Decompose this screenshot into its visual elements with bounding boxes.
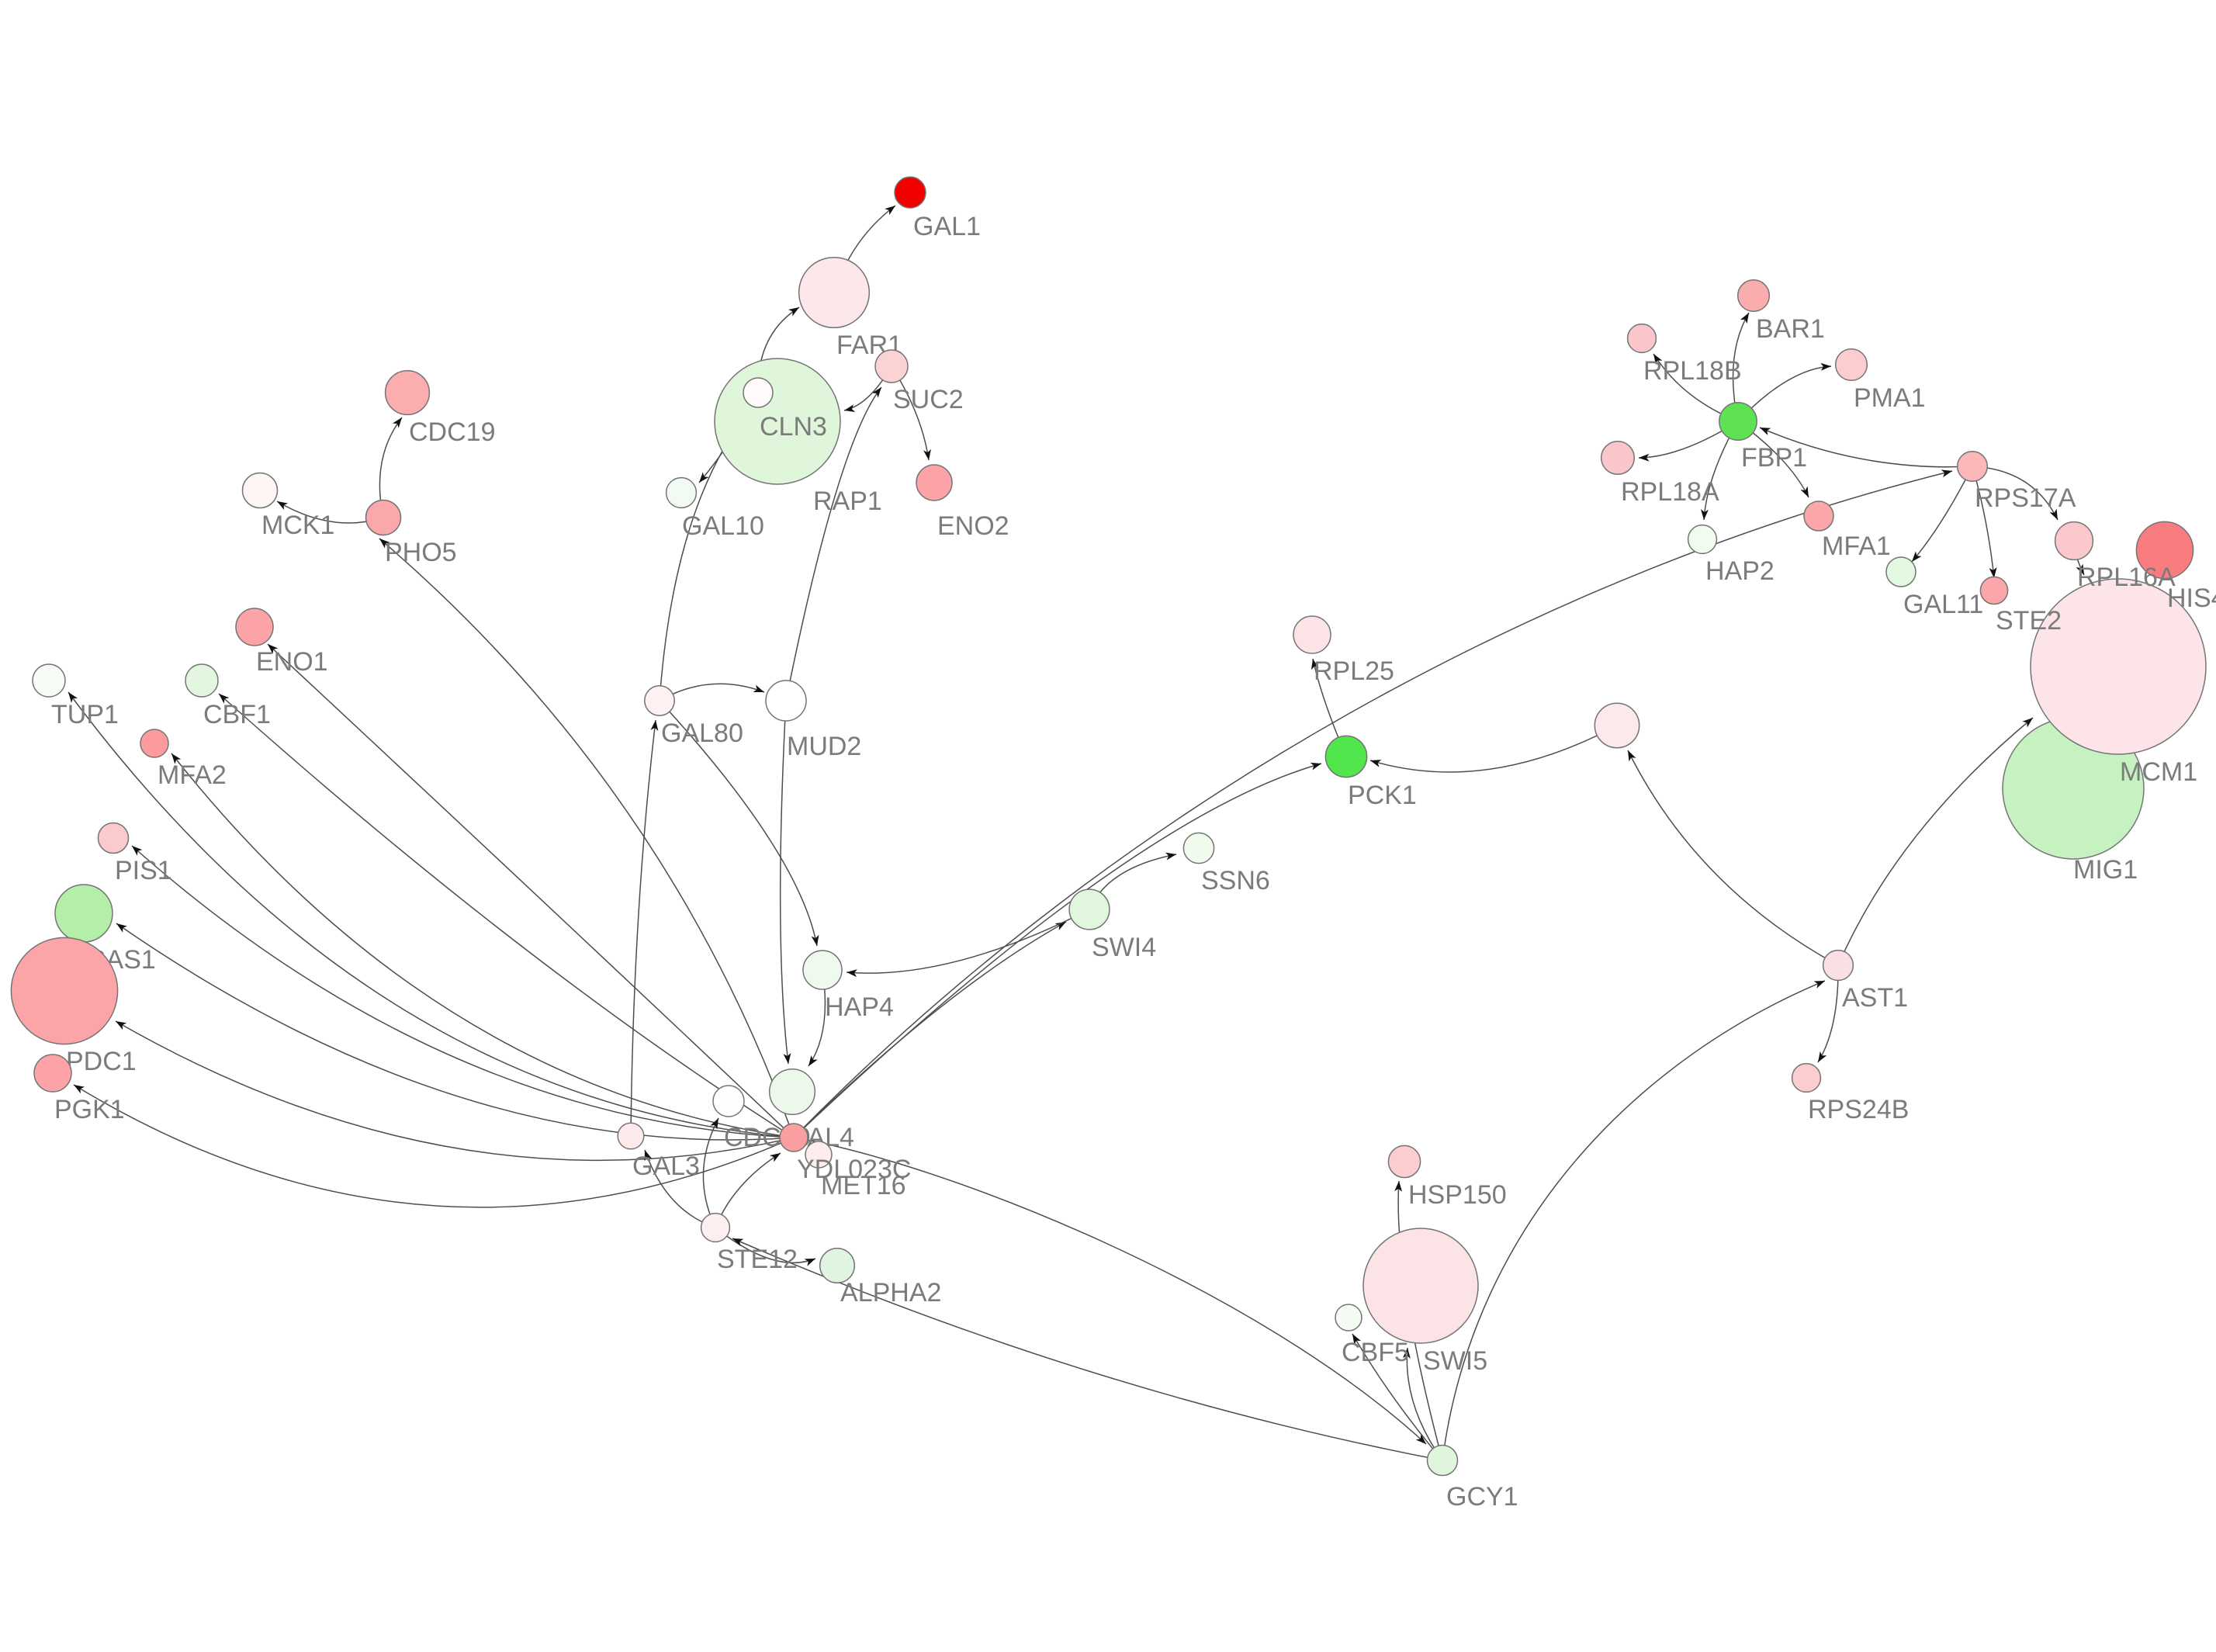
svg-text:STE2: STE2 xyxy=(1996,606,2062,636)
svg-text:YDL023C: YDL023C xyxy=(797,1155,911,1184)
svg-text:GAL3: GAL3 xyxy=(632,1152,700,1181)
svg-text:MIG1: MIG1 xyxy=(2073,855,2138,885)
svg-text:MUD2: MUD2 xyxy=(787,732,861,761)
svg-text:RPL18B: RPL18B xyxy=(1643,356,1742,386)
svg-text:PCK1: PCK1 xyxy=(1348,781,1417,810)
svg-text:HAP4: HAP4 xyxy=(825,992,894,1022)
svg-text:MCK1: MCK1 xyxy=(261,511,334,540)
svg-text:PMA1: PMA1 xyxy=(1854,383,1926,413)
svg-text:HSP150: HSP150 xyxy=(1408,1180,1507,1210)
svg-text:MET16: MET16 xyxy=(821,1171,906,1200)
svg-text:HIS4: HIS4 xyxy=(2167,584,2216,613)
svg-text:RPL18A: RPL18A xyxy=(1621,477,1719,507)
svg-text:HAP2: HAP2 xyxy=(1705,556,1775,586)
svg-text:RPL25: RPL25 xyxy=(1314,656,1394,686)
svg-text:GAL1: GAL1 xyxy=(913,212,981,241)
svg-text:GAL11: GAL11 xyxy=(1903,590,1983,619)
svg-text:GAL10: GAL10 xyxy=(682,511,764,541)
svg-text:GCY1: GCY1 xyxy=(1446,1482,1518,1512)
svg-text:ENO2: ENO2 xyxy=(937,511,1009,541)
svg-text:ALPHA2: ALPHA2 xyxy=(840,1278,941,1307)
svg-text:CBF1: CBF1 xyxy=(203,700,271,729)
svg-text:RAP1: RAP1 xyxy=(813,487,882,516)
svg-text:BAR1: BAR1 xyxy=(1756,314,1825,344)
svg-text:SSN6: SSN6 xyxy=(1201,866,1270,895)
svg-text:RPL16A: RPL16A xyxy=(2077,563,2176,592)
svg-text:MFA1: MFA1 xyxy=(1822,532,1891,561)
svg-text:CDC19: CDC19 xyxy=(409,417,495,447)
svg-text:PHO5: PHO5 xyxy=(385,538,457,567)
svg-text:CBF5: CBF5 xyxy=(1342,1338,1409,1367)
svg-text:PIS1: PIS1 xyxy=(115,856,172,885)
svg-text:STE12: STE12 xyxy=(717,1245,798,1274)
svg-text:MCM1: MCM1 xyxy=(2120,757,2197,787)
svg-text:GAL80: GAL80 xyxy=(661,719,743,748)
svg-text:MFA2: MFA2 xyxy=(158,760,227,790)
svg-text:FBP1: FBP1 xyxy=(1741,443,1807,473)
svg-text:ENO1: ENO1 xyxy=(256,647,328,677)
svg-text:PDC1: PDC1 xyxy=(66,1047,137,1076)
svg-text:SUC2: SUC2 xyxy=(893,385,964,414)
svg-text:RPS24B: RPS24B xyxy=(1808,1095,1909,1124)
svg-text:PGK1: PGK1 xyxy=(54,1095,125,1124)
svg-text:SWI5: SWI5 xyxy=(1423,1346,1487,1376)
svg-text:RPS17A: RPS17A xyxy=(1975,483,2076,513)
svg-text:AST1: AST1 xyxy=(1842,983,1908,1013)
svg-text:TUP1: TUP1 xyxy=(51,700,119,729)
svg-text:SWI4: SWI4 xyxy=(1092,933,1156,962)
svg-text:CLN3: CLN3 xyxy=(760,412,827,442)
